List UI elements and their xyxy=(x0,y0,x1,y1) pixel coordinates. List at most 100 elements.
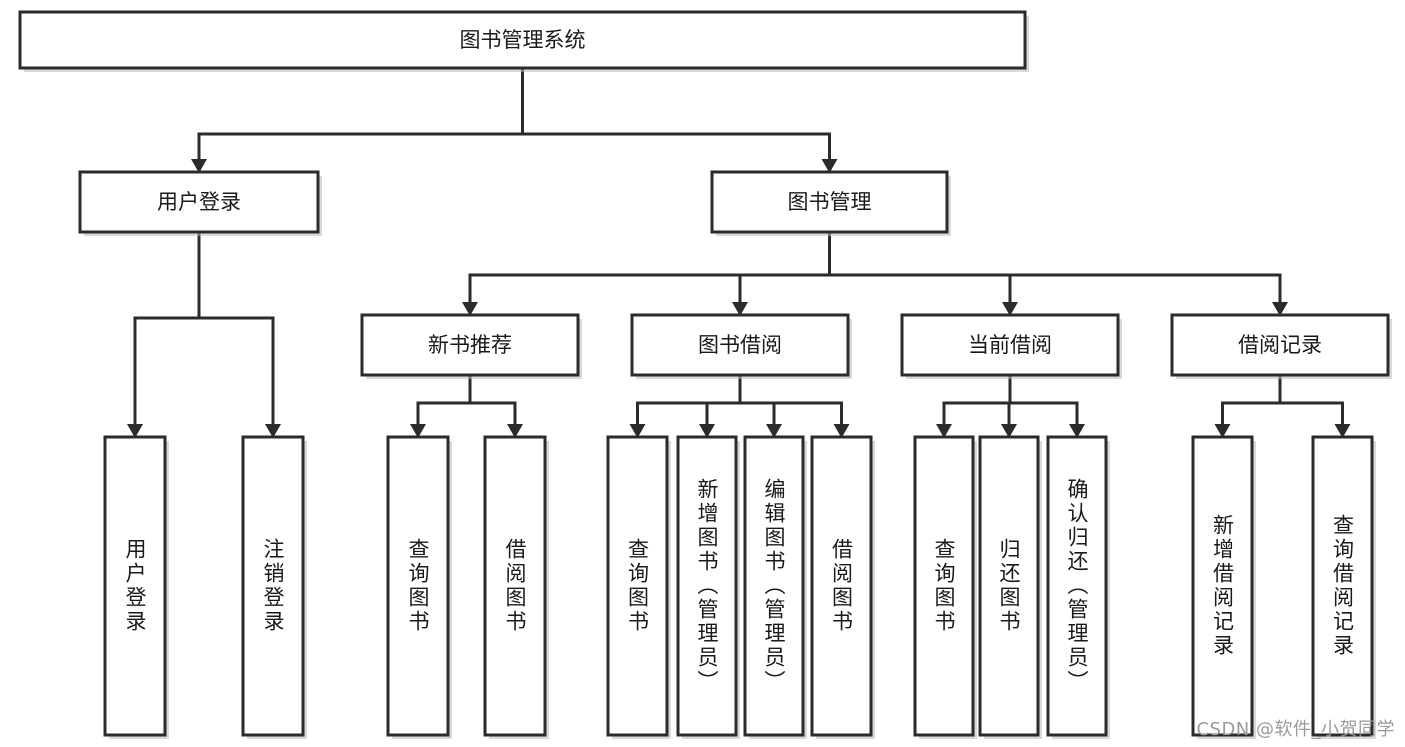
arrow-head-icon xyxy=(732,302,748,316)
connector-borrow-to-bw-add xyxy=(699,375,742,438)
connector-line xyxy=(521,68,831,161)
connector-records-to-rc-query xyxy=(1278,375,1351,438)
node-box-bw-edit[interactable] xyxy=(743,435,805,737)
connector-newbook-to-nb-borrow xyxy=(468,375,523,438)
node-box-l-logout[interactable] xyxy=(241,435,305,737)
arrow-head-icon xyxy=(699,424,715,438)
connector-bookmgmt-to-records xyxy=(828,232,1288,316)
node-borrow[interactable] xyxy=(630,313,852,379)
node-current[interactable] xyxy=(900,313,1122,379)
connector-line xyxy=(1278,375,1344,426)
connector-borrow-to-bw-query xyxy=(629,375,742,438)
connector-borrow-to-bw-lend xyxy=(738,375,850,438)
node-l-login[interactable] xyxy=(103,435,169,739)
connector-line xyxy=(133,232,201,426)
connector-current-to-cb-confirm xyxy=(1008,375,1085,438)
node-box-current[interactable] xyxy=(900,313,1120,377)
node-bookmgmt[interactable] xyxy=(710,170,951,236)
node-box-newbook[interactable] xyxy=(360,313,580,377)
node-cb-query[interactable] xyxy=(913,435,977,739)
connector-line xyxy=(738,232,831,304)
node-rc-query[interactable] xyxy=(1311,435,1376,739)
arrow-head-icon xyxy=(936,424,952,438)
arrow-head-icon xyxy=(1272,302,1288,316)
node-box-root[interactable] xyxy=(18,10,1027,70)
node-box-rc-add[interactable] xyxy=(1191,435,1254,737)
node-box-records[interactable] xyxy=(1170,313,1390,377)
connector-line xyxy=(1221,375,1282,426)
connector-bookmgmt-to-borrow xyxy=(732,232,831,316)
node-label-records: 借阅记录 xyxy=(1238,333,1322,357)
horizontal-label-layer: 图书管理系统用户登录图书管理新书推荐图书借阅当前借阅借阅记录 xyxy=(157,28,1322,357)
connector-line xyxy=(738,375,843,426)
arrow-head-icon xyxy=(1214,424,1231,438)
connector-newbook-to-nb-query xyxy=(410,375,472,438)
node-label-newbook: 新书推荐 xyxy=(428,333,512,357)
node-nb-borrow[interactable] xyxy=(483,435,549,739)
node-bw-edit[interactable] xyxy=(743,435,807,739)
node-box-nb-query[interactable] xyxy=(386,435,450,737)
node-label-root: 图书管理系统 xyxy=(460,28,586,52)
watermark-text: CSDN @软件_小贺同学 xyxy=(1196,719,1395,740)
node-records[interactable] xyxy=(1170,313,1392,379)
arrow-head-icon xyxy=(127,424,143,438)
arrow-head-icon xyxy=(821,159,838,173)
node-root[interactable] xyxy=(18,10,1029,72)
arrow-head-icon xyxy=(1001,424,1017,438)
connector-line xyxy=(636,375,742,426)
node-box-l-login[interactable] xyxy=(103,435,167,737)
arrow-head-icon xyxy=(462,302,478,316)
arrow-head-icon xyxy=(1334,424,1351,438)
arrow-head-icon xyxy=(629,424,646,438)
connector-line xyxy=(197,232,275,426)
connector-root-to-login xyxy=(191,68,524,173)
node-box-borrow[interactable] xyxy=(630,313,850,377)
node-box-bw-add[interactable] xyxy=(676,435,738,737)
connector-line xyxy=(828,232,1012,304)
node-rc-add[interactable] xyxy=(1191,435,1256,739)
node-box-cb-confirm[interactable] xyxy=(1046,435,1108,737)
connector-records-to-rc-add xyxy=(1214,375,1282,438)
node-l-logout[interactable] xyxy=(241,435,307,739)
connector-layer xyxy=(127,68,1351,438)
node-bw-add[interactable] xyxy=(676,435,740,739)
node-box-login[interactable] xyxy=(78,170,320,234)
connector-root-to-bookmgmt xyxy=(521,68,838,173)
node-cb-return[interactable] xyxy=(978,435,1042,739)
node-login[interactable] xyxy=(78,170,322,236)
connector-line xyxy=(468,375,517,426)
node-newbook[interactable] xyxy=(360,313,582,379)
node-cb-confirm[interactable] xyxy=(1046,435,1110,739)
arrow-head-icon xyxy=(1002,302,1018,316)
arrow-head-icon xyxy=(1069,424,1085,438)
connector-line xyxy=(197,68,524,161)
node-label-borrow: 图书借阅 xyxy=(698,333,782,357)
connector-line xyxy=(468,232,831,304)
node-box-bookmgmt[interactable] xyxy=(710,170,949,234)
connector-line xyxy=(828,232,1282,304)
node-box-cb-query[interactable] xyxy=(913,435,975,737)
node-box-bw-lend[interactable] xyxy=(810,435,873,737)
connector-login-to-l-login xyxy=(127,232,201,438)
node-box-rc-query[interactable] xyxy=(1311,435,1374,737)
node-bw-query[interactable] xyxy=(606,435,671,739)
connector-login-to-l-logout xyxy=(197,232,281,438)
connector-line xyxy=(705,375,742,426)
node-box-bw-query[interactable] xyxy=(606,435,669,737)
arrow-head-icon xyxy=(265,424,281,438)
connector-current-to-cb-query xyxy=(936,375,1012,438)
node-nb-query[interactable] xyxy=(386,435,452,739)
node-bw-lend[interactable] xyxy=(810,435,875,739)
node-label-login: 用户登录 xyxy=(157,190,241,214)
node-box-cb-return[interactable] xyxy=(978,435,1040,737)
node-box-nb-borrow[interactable] xyxy=(483,435,547,737)
connector-line xyxy=(416,375,472,426)
connector-borrow-to-bw-edit xyxy=(738,375,782,438)
node-box-layer xyxy=(18,10,1392,739)
arrow-head-icon xyxy=(507,424,523,438)
connector-line xyxy=(738,375,776,426)
node-label-bookmgmt: 图书管理 xyxy=(788,190,872,214)
arrow-head-icon xyxy=(191,159,207,173)
